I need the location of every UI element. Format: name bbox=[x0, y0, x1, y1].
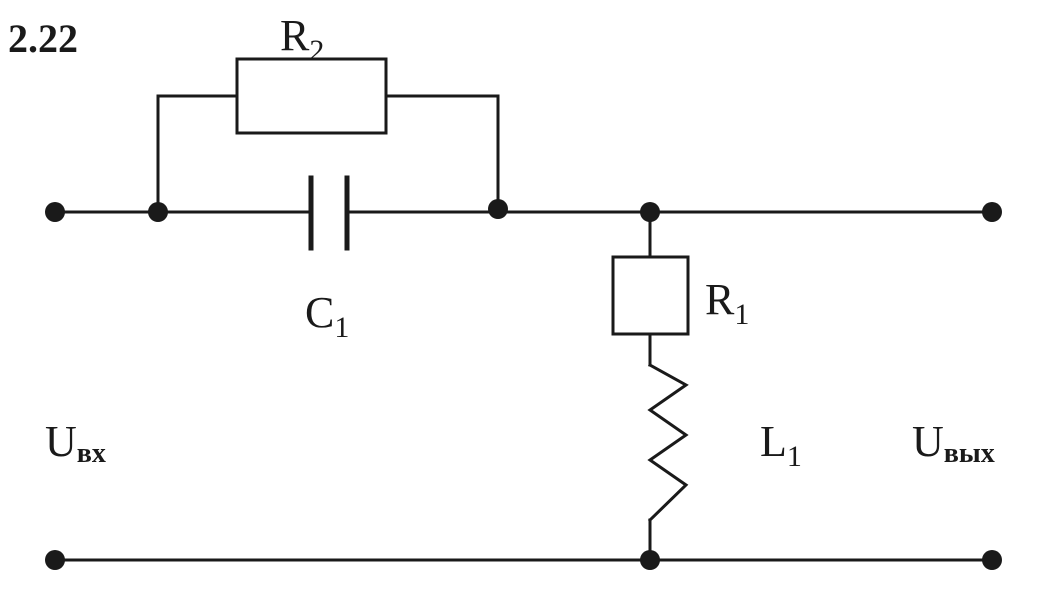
label-input-voltage: Uвх bbox=[45, 417, 106, 469]
node-junction-shunt-top bbox=[640, 202, 660, 222]
wire-r2-right bbox=[384, 94, 500, 214]
terminal-input-bottom bbox=[45, 550, 65, 570]
label-r1: R1 bbox=[705, 275, 749, 331]
label-l1: L1 bbox=[760, 417, 802, 473]
node-junction-r2-left bbox=[148, 202, 168, 222]
label-c1: C1 bbox=[305, 288, 349, 344]
label-r2: R2 bbox=[280, 11, 324, 67]
node-junction-r2-right bbox=[488, 199, 508, 219]
wire-r2-left bbox=[156, 94, 239, 214]
terminal-output-top bbox=[982, 202, 1002, 222]
node-junction-shunt-bottom bbox=[640, 550, 660, 570]
label-output-voltage: Uвых bbox=[912, 417, 995, 469]
terminal-input-top bbox=[45, 202, 65, 222]
resistor-r1 bbox=[611, 255, 690, 336]
figure-number: 2.22 bbox=[8, 16, 78, 61]
inductor-l1 bbox=[647, 362, 689, 523]
terminal-output-bottom bbox=[982, 550, 1002, 570]
resistor-r2 bbox=[235, 57, 388, 135]
